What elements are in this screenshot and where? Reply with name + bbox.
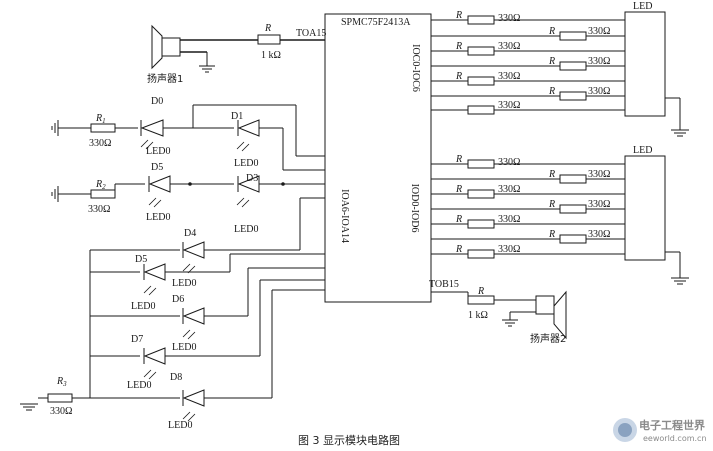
resistor-r3-label: R3 — [56, 376, 67, 388]
pin-toa15: TOA15 — [296, 28, 326, 39]
resistor-r3-value: 330Ω — [50, 406, 72, 417]
resistor-r2-value: 330Ω — [88, 204, 110, 215]
diode-d4-label: D4 — [184, 228, 196, 239]
r-d6-label: R — [455, 244, 462, 255]
resistor-speaker2-label: R — [477, 286, 484, 297]
diode-d5-top-label: D5 — [151, 162, 163, 173]
resistor-r1-label: R1 — [95, 113, 106, 125]
watermark-title: 电子工程世界 — [639, 418, 705, 432]
diode-d8-led-label: LED0 — [168, 420, 192, 431]
r-d4-value: 330Ω — [498, 214, 520, 225]
r-d4-label: R — [455, 214, 462, 225]
r-c3-label: R — [548, 56, 555, 67]
diode-d5-icon — [143, 263, 166, 281]
ground-speaker1-icon — [199, 65, 215, 73]
diode-d1-icon — [237, 119, 260, 137]
chip-name: SPMC75F2413A — [341, 17, 411, 28]
led-display-top — [624, 11, 666, 117]
ground-r2-icon — [51, 186, 59, 202]
resistor-r1-value: 330Ω — [89, 138, 111, 149]
diode-d1-label: D1 — [231, 111, 243, 122]
ground-r3-icon — [20, 403, 38, 411]
r-c2-value: 330Ω — [498, 41, 520, 52]
led-display-bottom-label: LED — [633, 145, 652, 156]
diode-d8-icon — [182, 389, 205, 407]
resistor-r2 — [90, 189, 116, 199]
r-d5-value: 330Ω — [588, 229, 610, 240]
r-d0-value: 330Ω — [498, 157, 520, 168]
r-c4-label: R — [455, 71, 462, 82]
ground-speaker2-icon — [502, 319, 518, 327]
resistor-speaker2-value: 1 kΩ — [468, 310, 488, 321]
ground-led-top-icon — [671, 129, 689, 137]
r-d2-value: 330Ω — [498, 184, 520, 195]
figure-caption: 图 3 显示模块电路图 — [298, 434, 400, 447]
diode-d0-led-label: LED0 — [146, 146, 170, 157]
led-display-bottom — [624, 155, 666, 261]
diode-d0-label: D0 — [151, 96, 163, 107]
port-c-label: IOC0-IOC6 — [410, 44, 421, 92]
diode-d5-label: D5 — [135, 254, 147, 265]
diode-d4-led-label: LED0 — [172, 278, 196, 289]
resistor-r2-label: R2 — [95, 179, 106, 191]
port-c-resistor-bank — [431, 15, 625, 115]
resistor-r1 — [90, 123, 116, 133]
diode-d7-led-label: LED0 — [127, 380, 151, 391]
r-d1-value: 330Ω — [588, 169, 610, 180]
speaker-2-icon — [535, 290, 567, 340]
port-d-label: IOD0-IOD6 — [409, 184, 420, 233]
r-d6-value: 330Ω — [498, 244, 520, 255]
watermark-logo: 电子工程世界 eeworld.com.cn — [610, 414, 710, 446]
port-a-label: IOA6-IOA14 — [339, 189, 350, 243]
diode-d6-label: D6 — [172, 294, 184, 305]
r-c1-label: R — [548, 26, 555, 37]
r-c1-value: 330Ω — [588, 26, 610, 37]
diode-d0-icon — [140, 119, 164, 137]
ground-r1-icon — [51, 120, 59, 136]
speaker-1-label: 扬声器1 — [147, 72, 183, 85]
r-c3-value: 330Ω — [588, 56, 610, 67]
resistor-speaker1 — [257, 34, 281, 45]
r-d1-label: R — [548, 169, 555, 180]
diode-d5-top-icon — [148, 175, 171, 193]
diode-d5-led-label: LED0 — [131, 301, 155, 312]
resistor-r3 — [47, 393, 73, 403]
r-c4-value: 330Ω — [498, 71, 520, 82]
diode-d7-icon — [143, 347, 166, 365]
r-c2-label: R — [455, 41, 462, 52]
diode-d3-led-label: LED0 — [234, 224, 258, 235]
chip-body — [324, 13, 432, 303]
watermark-url: eeworld.com.cn — [643, 434, 707, 443]
resistor-speaker2 — [467, 295, 495, 305]
resistor-speaker1-value: 1 kΩ — [261, 50, 281, 61]
emission-arrows — [140, 139, 250, 422]
diode-d4-icon — [182, 241, 205, 259]
diode-d8-label: D8 — [170, 372, 182, 383]
r-c0-label: R — [455, 10, 462, 21]
resistor-speaker1-label: R — [264, 23, 271, 34]
r-d3-label: R — [548, 199, 555, 210]
r-c5-label: R — [548, 86, 555, 97]
r-c6-value: 330Ω — [498, 100, 520, 111]
diode-d6-led-label: LED0 — [172, 342, 196, 353]
diode-d7-label: D7 — [131, 334, 143, 345]
r-d5-label: R — [548, 229, 555, 240]
diode-d3-label: D3 — [246, 173, 258, 184]
diode-d6-icon — [182, 307, 205, 325]
speaker-2-label: 扬声器2 — [530, 332, 566, 345]
ground-led-bottom-icon — [671, 277, 689, 285]
r-d2-label: R — [455, 184, 462, 195]
diode-d5-top-led-label: LED0 — [146, 212, 170, 223]
r-c5-value: 330Ω — [588, 86, 610, 97]
speaker-1-icon — [151, 24, 181, 70]
r-d0-label: R — [455, 154, 462, 165]
port-d-resistor-bank — [431, 159, 625, 259]
r-c0-value: 330Ω — [498, 13, 520, 24]
diode-d1-led-label: LED0 — [234, 158, 258, 169]
led-display-top-label: LED — [633, 1, 652, 12]
r-d3-value: 330Ω — [588, 199, 610, 210]
pin-tob15: TOB15 — [429, 279, 459, 290]
